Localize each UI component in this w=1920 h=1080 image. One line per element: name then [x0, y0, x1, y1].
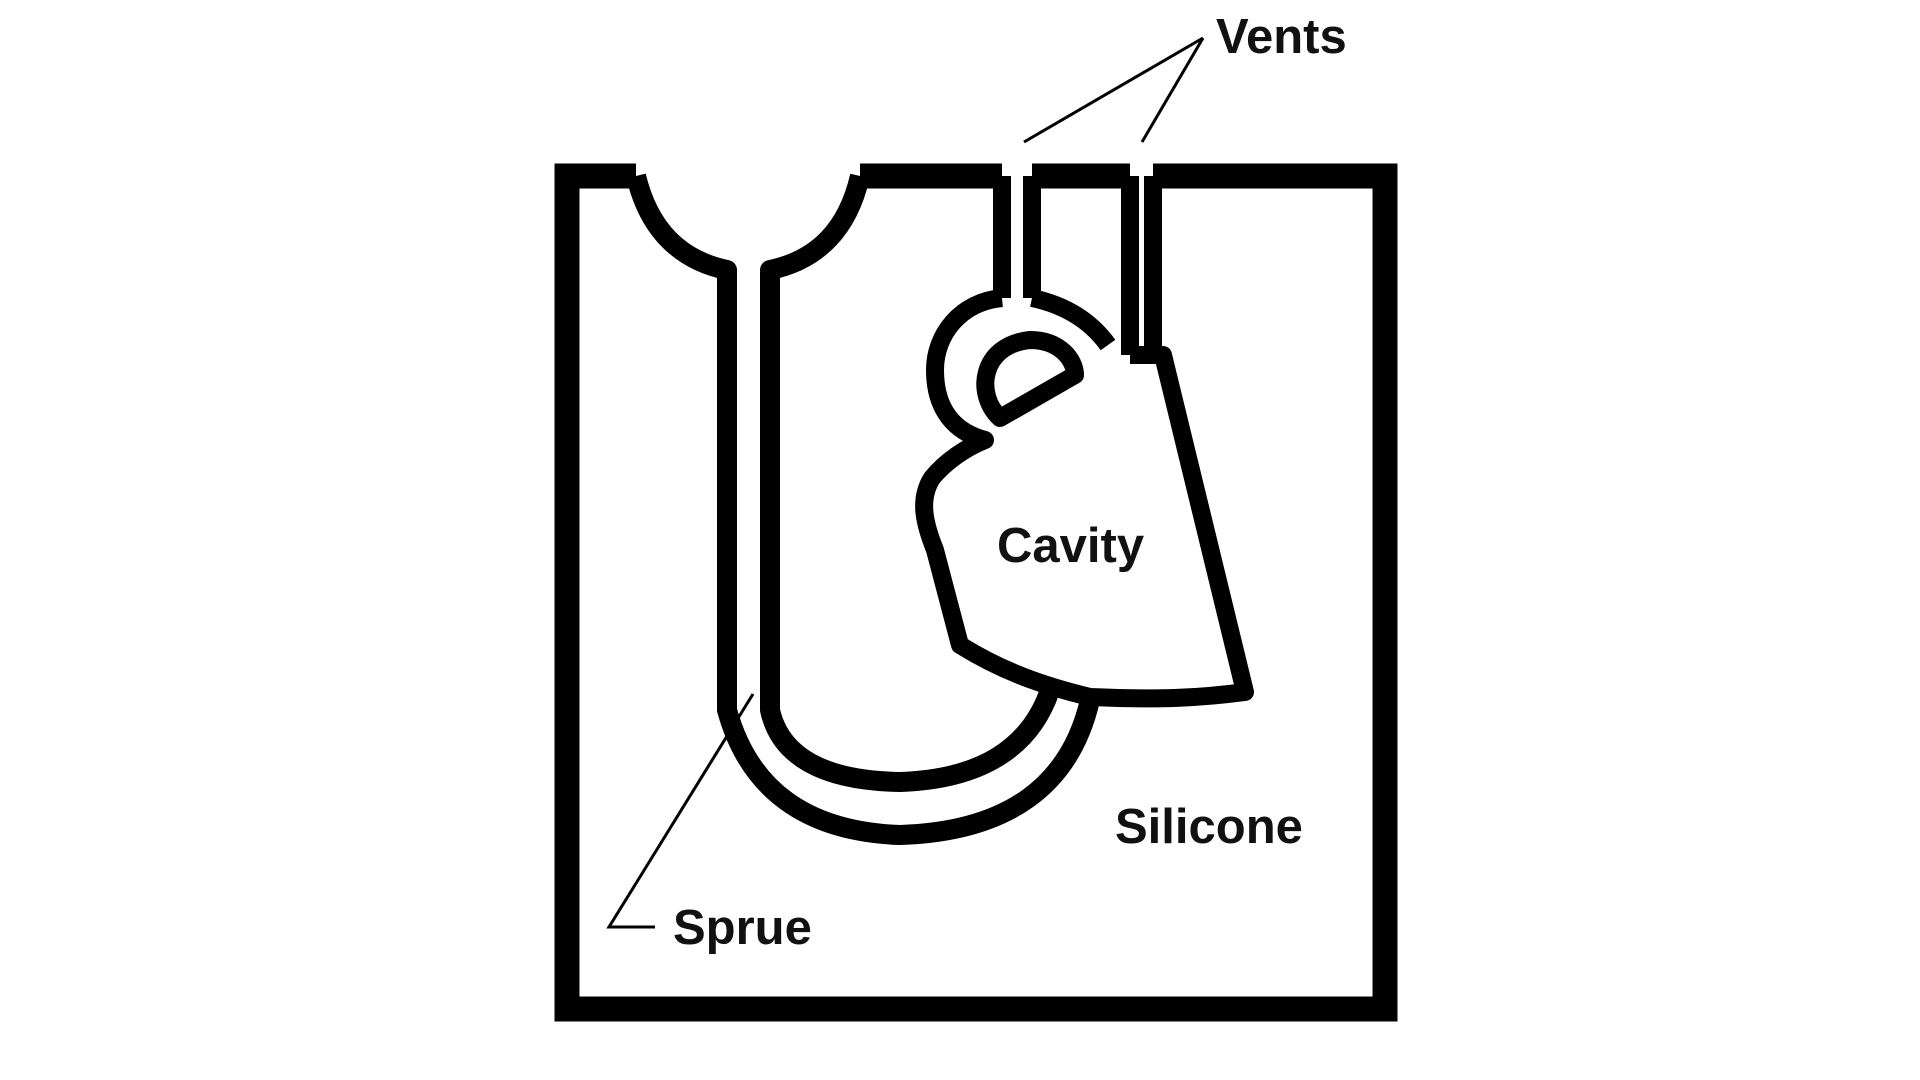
sprue-channel [626, 173, 1100, 845]
sprue-label: Sprue [673, 901, 812, 955]
cavity-outline [915, 289, 1254, 708]
silicone-label: Silicone [1115, 800, 1303, 854]
sprue-leader-line [606, 693, 755, 929]
vents-leader-line [1023, 36, 1204, 144]
sprue-channel [760, 173, 1060, 792]
mold-box-walls [554, 163, 1398, 1022]
vents-leader-line [1140, 37, 1205, 143]
cavity-shackle-hole [976, 331, 1084, 427]
cavity-label: Cavity [997, 519, 1144, 573]
vents-label: Vents [1216, 10, 1347, 64]
